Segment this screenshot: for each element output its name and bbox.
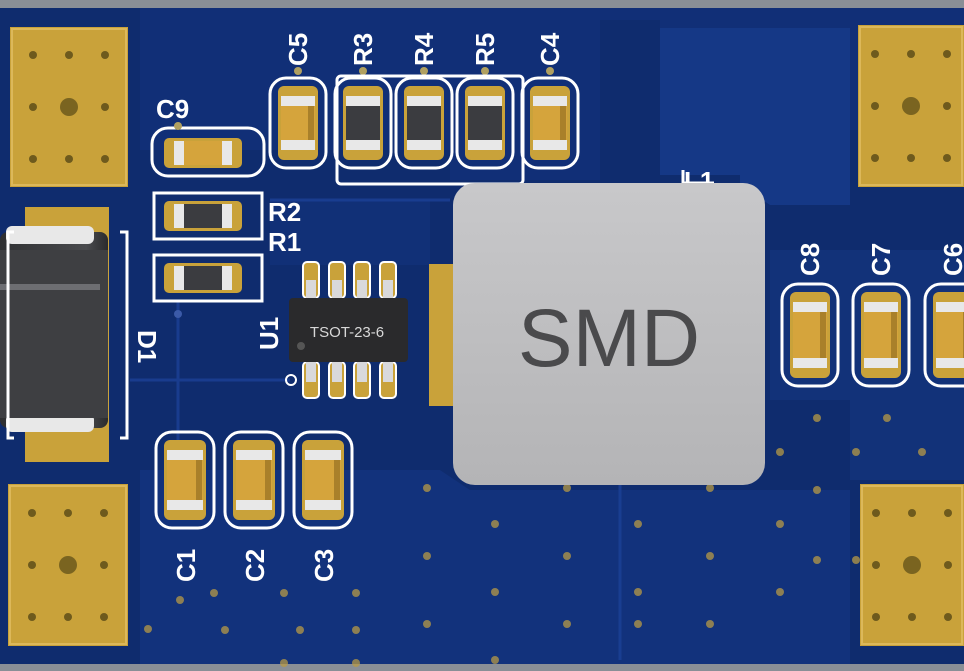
pad-top-right xyxy=(858,25,964,187)
label-c6: C6 xyxy=(938,243,964,276)
label-c2: C2 xyxy=(240,549,270,582)
comp-r1 xyxy=(164,263,242,293)
label-r3: R3 xyxy=(348,33,378,66)
label-r2: R2 xyxy=(268,197,301,227)
ic-u1: TSOT-23-6 U1 xyxy=(254,261,408,399)
comp-r5 xyxy=(455,76,515,170)
comp-r4 xyxy=(394,76,454,170)
pad-bottom-right xyxy=(860,484,964,646)
diode-label: D1 xyxy=(132,330,162,363)
label-c1: C1 xyxy=(171,549,201,582)
comp-c4 xyxy=(520,76,580,170)
comp-c7 xyxy=(851,282,911,388)
ic-marking: TSOT-23-6 xyxy=(310,324,384,341)
label-r1: R1 xyxy=(268,227,301,257)
label-r5: R5 xyxy=(470,33,500,66)
comp-c2 xyxy=(223,430,285,530)
comp-c8 xyxy=(780,282,840,388)
comp-r3 xyxy=(333,76,393,170)
inductor-marking: SMD xyxy=(518,293,700,384)
label-c9: C9 xyxy=(156,94,189,124)
label-c4: C4 xyxy=(535,32,565,66)
label-c7: C7 xyxy=(866,243,896,276)
comp-c5 xyxy=(268,76,328,170)
pad-top-left xyxy=(10,27,128,187)
label-c5: C5 xyxy=(283,33,313,66)
label-r4: R4 xyxy=(409,32,439,66)
label-c3: C3 xyxy=(309,549,339,582)
ic-label: U1 xyxy=(254,317,284,350)
comp-c9 xyxy=(164,138,242,168)
label-c8: C8 xyxy=(795,243,825,276)
pad-bottom-left xyxy=(8,484,128,646)
diode-d1: D1 xyxy=(0,207,162,462)
comp-c6 xyxy=(923,282,964,388)
comp-r2 xyxy=(164,201,242,231)
comp-c1 xyxy=(154,430,216,530)
inductor-l1: L1 SMD xyxy=(429,166,765,485)
comp-c3 xyxy=(292,430,354,530)
